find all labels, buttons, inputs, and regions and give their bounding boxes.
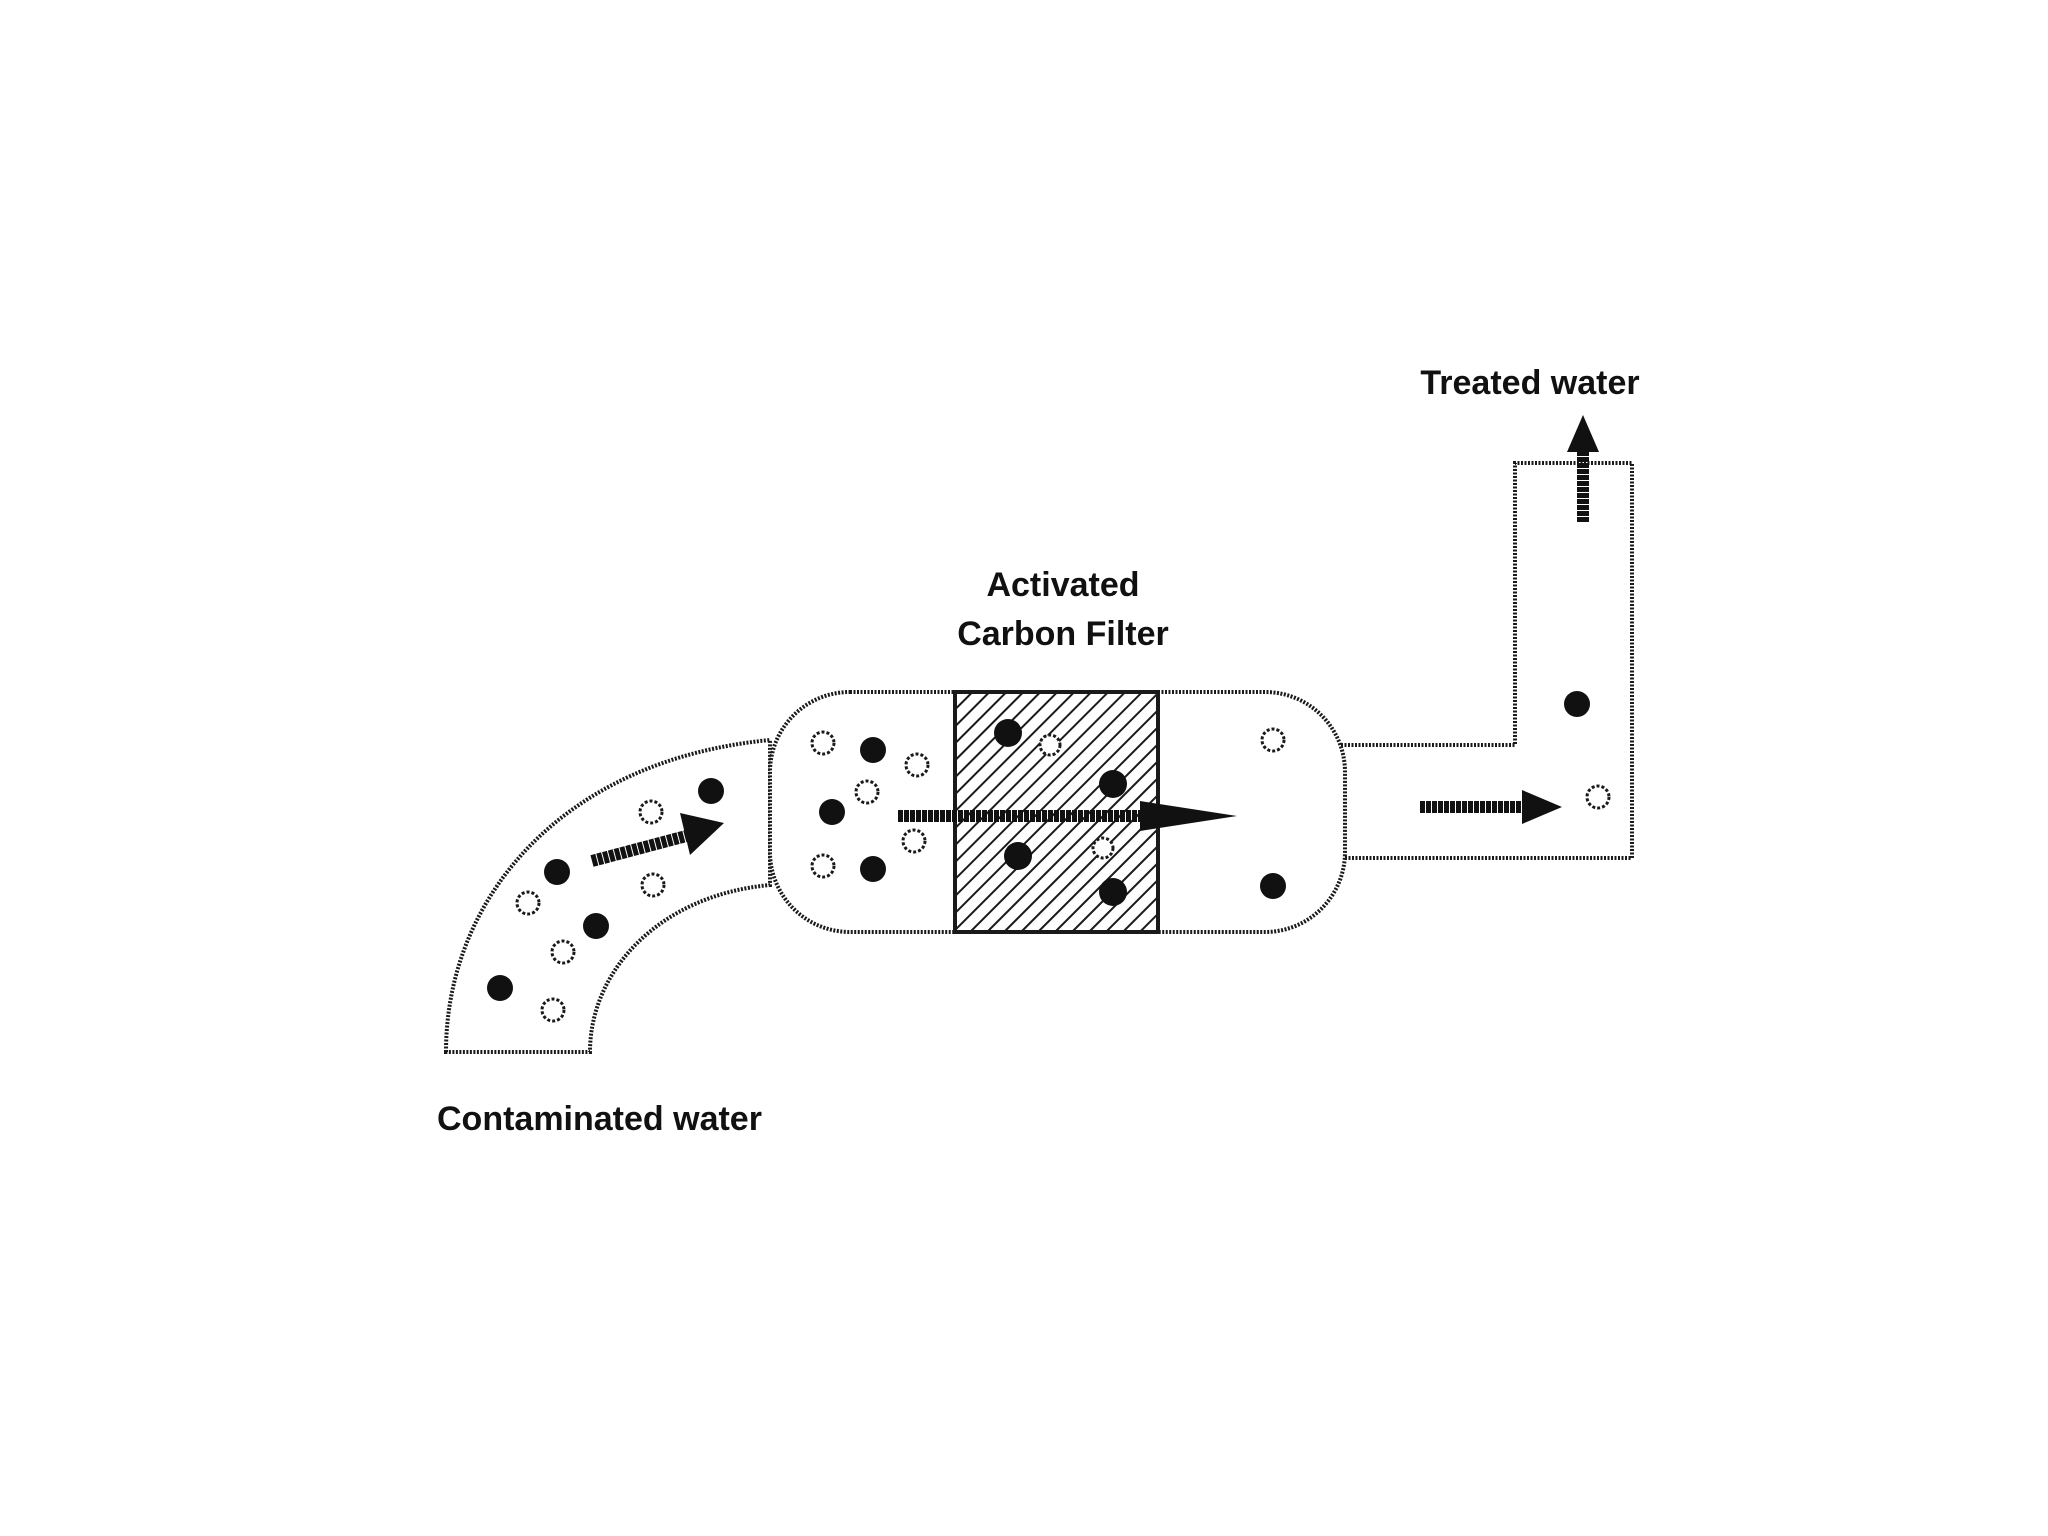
inlet-flow-arrow [590, 813, 724, 867]
contaminant-particle-icon [1099, 878, 1127, 906]
chamber-outlet-particles [1260, 727, 1286, 899]
contaminant-particle-icon [860, 856, 886, 882]
contaminant-particle-icon [994, 719, 1022, 747]
clean-particle-icon [638, 799, 664, 825]
outlet-particles [1564, 691, 1611, 810]
clean-particle-icon [540, 997, 566, 1023]
contaminant-particle-icon [860, 737, 886, 763]
clean-particle-icon [640, 872, 666, 898]
clean-particle-icon [854, 779, 880, 805]
outlet-flow-arrow [1420, 790, 1562, 824]
contaminant-particle-icon [1564, 691, 1590, 717]
clean-particle-icon [1260, 727, 1286, 753]
filter-label-line1: Activated [986, 566, 1139, 604]
treated-water-label: Treated water [1420, 364, 1639, 402]
contaminant-particle-icon [819, 799, 845, 825]
contaminant-particle-icon [1260, 873, 1286, 899]
filter-flow-arrow [898, 801, 1237, 831]
outlet-pipe [1318, 461, 1634, 860]
outlet-up-arrow [1567, 415, 1599, 522]
clean-particle-icon [1038, 733, 1062, 757]
clean-particle-icon [901, 828, 927, 854]
clean-particle-icon [1585, 784, 1611, 810]
clean-particle-icon [515, 890, 541, 916]
inlet-particles [487, 778, 724, 1023]
trapped-particles [994, 719, 1127, 906]
contaminant-particle-icon [1099, 770, 1127, 798]
contaminant-particle-icon [698, 778, 724, 804]
contaminant-particle-icon [583, 913, 609, 939]
contaminant-particle-icon [544, 859, 570, 885]
clean-particle-icon [810, 730, 836, 756]
clean-particle-icon [810, 853, 836, 879]
clean-particle-icon [904, 752, 930, 778]
contaminant-particle-icon [487, 975, 513, 1001]
chamber-inlet-particles [810, 730, 930, 882]
contaminated-water-label: Contaminated water [437, 1100, 762, 1138]
clean-particle-icon [1091, 836, 1115, 860]
filter-label-line2: Carbon Filter [957, 615, 1169, 653]
clean-particle-icon [550, 939, 576, 965]
contaminant-particle-icon [1004, 842, 1032, 870]
